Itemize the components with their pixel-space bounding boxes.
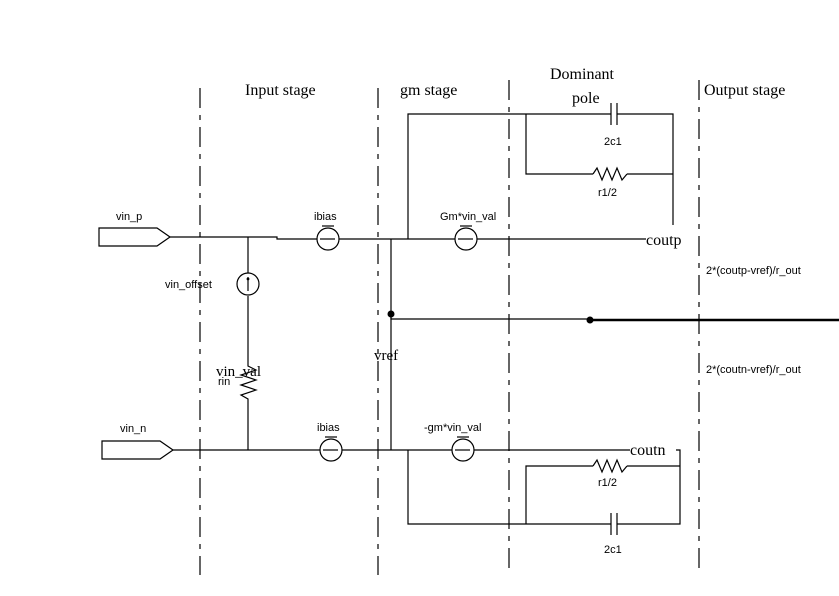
vin-val-label: vin_val (216, 364, 261, 380)
output-stage-label: Output stage (704, 82, 785, 99)
coutn-label: coutn (630, 442, 666, 459)
gm-bottom-label: -gm*vin_val (424, 422, 481, 434)
capacitor-icon (610, 513, 618, 535)
res-top-label: r1/2 (598, 187, 617, 199)
out-p-expression: 2*(coutp-vref)/r_out (706, 265, 801, 277)
gm-top-label: Gm*vin_val (440, 211, 496, 223)
res-bottom-label: r1/2 (598, 477, 617, 489)
wire-bottom-rc-left (525, 465, 593, 524)
resistor-icon (592, 458, 628, 474)
wire-bottom-cap-right (617, 449, 681, 525)
wire-top-input (170, 236, 317, 240)
ibias-bottom-label: ibias (317, 422, 340, 434)
resistor-icon (239, 360, 258, 402)
wire-top-feedback (407, 113, 611, 239)
vin-offset-label: vin_offset (165, 279, 212, 291)
current-source-icon (236, 272, 260, 296)
vin-n-label: vin_n (120, 423, 146, 435)
current-source-icon (319, 436, 343, 462)
wire-top-rc-left (525, 114, 593, 175)
dominant-pole-label-1: Dominant (550, 66, 615, 83)
ibias-top-label: ibias (314, 211, 337, 223)
input-stage-label: Input stage (245, 82, 316, 99)
vin-p-label: vin_p (116, 211, 142, 223)
dominant-pole-label-2: pole (572, 90, 600, 107)
wire-bottom-feedback (407, 450, 611, 525)
current-source-icon (316, 225, 340, 251)
capacitor-icon (610, 103, 618, 125)
gm-stage-label: gm stage (400, 82, 457, 99)
vref-label: vref (374, 348, 398, 364)
cap-bottom-label: 2c1 (604, 544, 622, 556)
wire-top-cap-right (617, 113, 674, 225)
out-n-expression: 2*(coutn-vref)/r_out (706, 364, 801, 376)
stage-dividers (199, 80, 700, 575)
wire-vref-horizontal (390, 314, 590, 320)
coutp-label: coutp (646, 232, 682, 249)
current-source-icon (451, 436, 475, 462)
input-port-icon (101, 440, 175, 460)
rin-label: rin (218, 376, 230, 388)
resistor-icon (592, 166, 628, 182)
current-source-icon (454, 225, 478, 251)
cap-top-label: 2c1 (604, 136, 622, 148)
input-port-icon (98, 227, 172, 247)
